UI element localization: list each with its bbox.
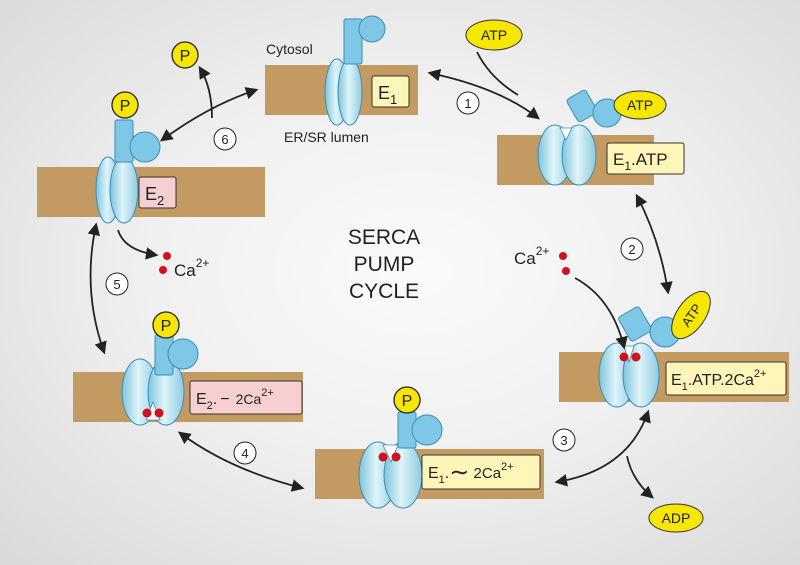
state-text-e1-atp: E1.ATP (613, 150, 668, 173)
phosphate-free (171, 41, 199, 69)
state-text-e2: E2 (145, 184, 164, 208)
svg-text:2: 2 (628, 242, 635, 257)
atp-free-text: ATP (481, 27, 507, 43)
protein-e2-p-2ca (121, 334, 199, 426)
protein-e2 (95, 119, 161, 224)
phosphate-bound-e2-p-2ca (152, 311, 180, 339)
calcium-ion (631, 352, 641, 362)
calcium-ion (163, 252, 171, 260)
state-text-e2-p-2ca: E2.−2Ca2+ (196, 387, 274, 412)
arrow-step-5 (87, 222, 107, 355)
svg-text:3: 3 (560, 433, 567, 448)
svg-text:4: 4 (241, 446, 248, 461)
calcium-ion (391, 452, 401, 462)
step-number-4: 4 (233, 441, 257, 465)
arrow-atp-binding (476, 51, 519, 96)
atp-bound-e1-atp-2ca: ATP (671, 290, 711, 340)
calcium-ion (559, 252, 567, 260)
state-label-e2-p-2ca (189, 380, 303, 415)
cytosol-label: Cytosol (266, 41, 313, 57)
calcium-entering: Ca2+ (514, 244, 570, 275)
arrow-adp-release (626, 455, 654, 499)
state-label-e1-atp-2ca (665, 361, 787, 396)
adp-free (648, 503, 704, 533)
svg-text:5: 5 (113, 277, 120, 292)
phosphate-bound-e2 (111, 91, 139, 119)
calcium-ion (562, 267, 570, 275)
state-text-e1-p-2ca: E1.∼ 2Ca2+ (428, 459, 514, 486)
adp-free-text: ADP (662, 510, 691, 526)
step-number-1: 1 (456, 91, 480, 115)
state-label-e2 (138, 176, 177, 209)
state-text-e1: E1 (378, 83, 397, 107)
arrow-step-1 (427, 68, 540, 120)
calcium-released-text: Ca2+ (174, 256, 209, 280)
calcium-entering-text: Ca2+ (514, 244, 549, 268)
state-label-e1 (371, 75, 410, 108)
step-number-2: 2 (620, 237, 644, 261)
calcium-ion (159, 266, 167, 274)
protein-e1 (324, 15, 386, 126)
state-text-e1-atp-2ca: E1.ATP.2Ca2+ (671, 368, 766, 393)
arrow-step-2 (635, 193, 673, 295)
lumen-label: ER/SR lumen (284, 129, 369, 145)
arrow-calcium-binding (574, 277, 628, 350)
state-label-e1-p-2ca (421, 454, 541, 490)
svg-text:1: 1 (464, 96, 471, 111)
center-title: SERCA PUMP CYCLE (348, 226, 420, 303)
arrow-step-6 (159, 87, 259, 142)
arrow-calcium-release (117, 229, 159, 260)
svg-text:6: 6 (221, 132, 228, 147)
step-number-6: 6 (213, 127, 237, 151)
calcium-released: Ca2+ (159, 252, 209, 280)
calcium-ion (378, 452, 388, 462)
center-title-line1: SERCA (348, 226, 420, 249)
phosphate-bound-e1-p-2ca-text: P (402, 393, 413, 410)
phosphate-free-text: P (180, 48, 191, 65)
state-label-e1-atp (606, 142, 685, 175)
center-title-line2: PUMP (354, 253, 415, 276)
step-number-5: 5 (105, 272, 129, 296)
arrow-step-3 (554, 409, 651, 487)
arrow-step-4 (177, 431, 305, 492)
phosphate-bound-e2-text: P (120, 98, 131, 115)
step-number-3: 3 (552, 428, 576, 452)
phosphate-bound-e2-p-2ca-text: P (161, 318, 172, 335)
center-title-line3: CYCLE (349, 280, 419, 303)
atp-bound-e1-atp (613, 90, 667, 120)
calcium-ion (142, 408, 152, 418)
protein-e1-p-2ca (358, 411, 443, 509)
atp-free (465, 19, 523, 51)
calcium-ion (154, 408, 164, 418)
atp-bound-e1-atp-text: ATP (627, 97, 653, 113)
arrow-phosphate-release (198, 65, 213, 119)
calcium-ion (619, 352, 629, 362)
phosphate-bound-e1-p-2ca (393, 386, 421, 414)
